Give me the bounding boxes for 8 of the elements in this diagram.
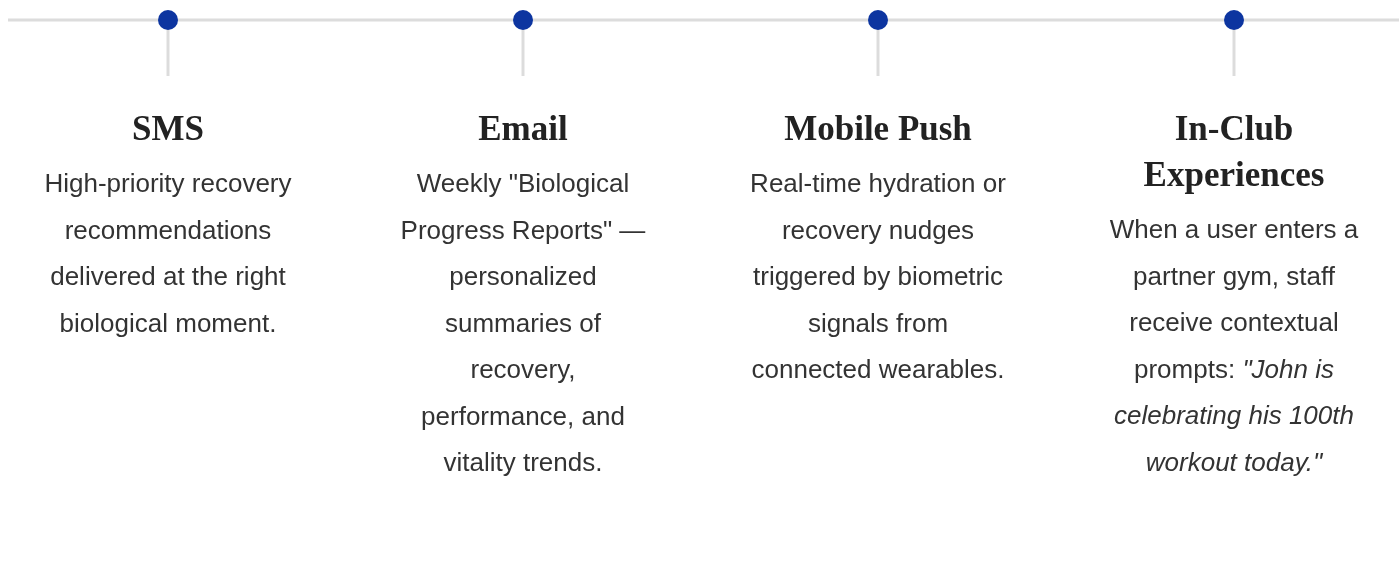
channel-heading: In-Club Experiences xyxy=(1142,108,1326,196)
channel-description: When a user enters a partner gym, staff receive contextual prompts: "John is celebrating his 100th workout today." xyxy=(1108,213,1360,479)
channel-description: High-priority recovery recommendations delivered at the right biological moment. xyxy=(43,167,293,340)
channel-description: Weekly "Biological Progress Reports" — personalized summaries of recovery, performance, and vitality trends. xyxy=(399,167,647,479)
channel-heading: Mobile Push xyxy=(783,108,973,150)
channel-heading: SMS xyxy=(131,108,205,150)
channel-description: Real-time hydration or recovery nudges triggered by biometric signals from connected wearables. xyxy=(749,167,1007,386)
channel-heading: Email xyxy=(477,108,569,150)
